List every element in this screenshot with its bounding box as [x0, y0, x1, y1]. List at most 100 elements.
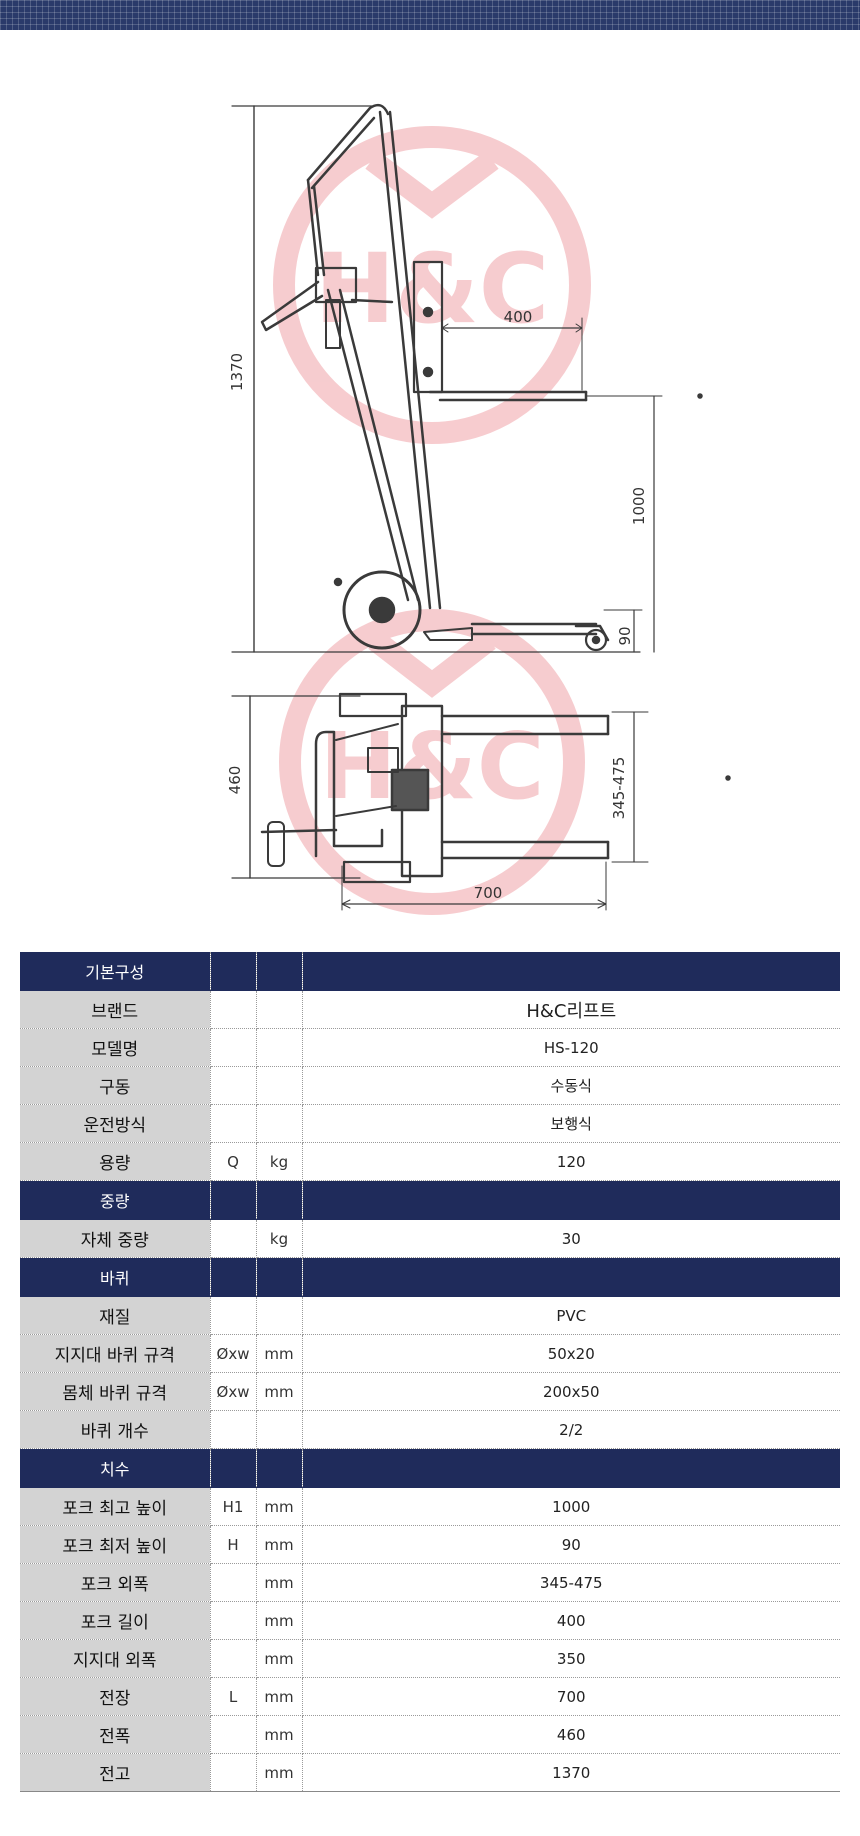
- spec-label: 재질: [20, 1296, 211, 1335]
- section-header: 기본구성: [20, 952, 840, 991]
- spec-symbol: L: [210, 1677, 257, 1716]
- spec-value: 30: [302, 1219, 840, 1258]
- dim-overall-width: 460: [226, 766, 244, 795]
- spec-label: 브랜드: [20, 990, 211, 1029]
- spec-label: 포크 길이: [20, 1601, 211, 1640]
- spec-value: 50x20: [302, 1334, 840, 1373]
- spec-value: 1000: [302, 1487, 840, 1526]
- spec-unit: mm: [256, 1563, 303, 1602]
- spec-row: 전고 mm 1370: [20, 1753, 840, 1792]
- spec-symbol: [210, 1639, 257, 1678]
- spec-unit: mm: [256, 1525, 303, 1564]
- spec-row: 전장 L mm 700: [20, 1677, 840, 1716]
- spec-label: 포크 최저 높이: [20, 1525, 211, 1564]
- spec-value: 700: [302, 1677, 840, 1716]
- spec-symbol: [210, 1715, 257, 1754]
- spec-symbol: [210, 990, 257, 1029]
- spec-value: 460: [302, 1715, 840, 1754]
- side-view-drawing: [231, 103, 703, 653]
- spec-row: 운전방식 보행식: [20, 1104, 840, 1143]
- spec-symbol: H1: [210, 1487, 257, 1526]
- spec-unit: mm: [256, 1753, 303, 1792]
- spec-value: 보행식: [302, 1104, 840, 1143]
- spec-row: 지지대 외폭 mm 350: [20, 1639, 840, 1678]
- spec-value: 120: [302, 1142, 840, 1181]
- spec-row: 포크 최저 높이 H mm 90: [20, 1525, 840, 1564]
- spec-unit: mm: [256, 1677, 303, 1716]
- spec-row: 용량 Q kg 120: [20, 1142, 840, 1181]
- spec-label: 모델명: [20, 1028, 211, 1067]
- spec-unit: mm: [256, 1715, 303, 1754]
- spec-unit: [256, 990, 303, 1029]
- spec-label: 지지대 외폭: [20, 1639, 211, 1678]
- spec-unit: mm: [256, 1487, 303, 1526]
- section-title: 중량: [20, 1180, 211, 1220]
- section-header: 치수: [20, 1448, 840, 1488]
- spec-value: 400: [302, 1601, 840, 1640]
- section-header: 중량: [20, 1180, 840, 1220]
- spec-label: 포크 최고 높이: [20, 1487, 211, 1526]
- spec-unit: kg: [256, 1219, 303, 1258]
- spec-label: 자체 중량: [20, 1219, 211, 1258]
- spec-symbol: [210, 1410, 257, 1449]
- watermark-logo-lower: H&C: [279, 609, 585, 915]
- spec-value: H&C리프트: [302, 990, 840, 1029]
- spec-value: 345-475: [302, 1563, 840, 1602]
- spec-row: 모델명 HS-120: [20, 1028, 840, 1067]
- spec-row: 구동 수동식: [20, 1066, 840, 1105]
- spec-value: HS-120: [302, 1028, 840, 1067]
- spec-unit: mm: [256, 1372, 303, 1411]
- watermark-logo-upper: H&C: [273, 126, 591, 444]
- spec-symbol: H: [210, 1525, 257, 1564]
- spec-row: 지지대 바퀴 규격 Øxw mm 50x20: [20, 1334, 840, 1373]
- spec-unit: [256, 1028, 303, 1067]
- spec-unit: [256, 1410, 303, 1449]
- spec-value: PVC: [302, 1296, 840, 1335]
- spec-value: 90: [302, 1525, 840, 1564]
- dim-fork-min-height: 90: [616, 626, 634, 645]
- lift-technical-drawing: H&C H&C: [226, 103, 731, 915]
- spec-row: 몸체 바퀴 규격 Øxw mm 200x50: [20, 1372, 840, 1411]
- spec-symbol: [210, 1601, 257, 1640]
- spec-row: 바퀴 개수 2/2: [20, 1410, 840, 1449]
- spec-value: 1370: [302, 1753, 840, 1792]
- watermark-text-upper: H&C: [315, 233, 550, 345]
- spec-label: 운전방식: [20, 1104, 211, 1143]
- dim-fork-length: 400: [504, 308, 533, 326]
- spec-label: 지지대 바퀴 규격: [20, 1334, 211, 1373]
- spec-unit: mm: [256, 1334, 303, 1373]
- spec-label: 구동: [20, 1066, 211, 1105]
- spec-symbol: [210, 1028, 257, 1067]
- dim-fork-spread: 345-475: [610, 757, 628, 820]
- spec-unit: mm: [256, 1601, 303, 1640]
- spec-label: 전장: [20, 1677, 211, 1716]
- spec-symbol: [210, 1563, 257, 1602]
- spec-row: 브랜드 H&C리프트: [20, 990, 840, 1029]
- top-pattern-band: [0, 0, 860, 30]
- spec-unit: [256, 1296, 303, 1335]
- spec-unit: mm: [256, 1639, 303, 1678]
- section-header: 바퀴: [20, 1257, 840, 1297]
- spec-symbol: Øxw: [210, 1334, 257, 1373]
- spec-value: 350: [302, 1639, 840, 1678]
- spec-row: 전폭 mm 460: [20, 1715, 840, 1754]
- dim-total-height: 1370: [228, 353, 246, 391]
- spec-row: 포크 외폭 mm 345-475: [20, 1563, 840, 1602]
- spec-label: 전고: [20, 1753, 211, 1792]
- spec-row: 포크 길이 mm 400: [20, 1601, 840, 1640]
- spec-symbol: [210, 1753, 257, 1792]
- spec-label: 용량: [20, 1142, 211, 1181]
- spec-label: 몸체 바퀴 규격: [20, 1372, 211, 1411]
- spec-symbol: [210, 1104, 257, 1143]
- spec-table: 기본구성 브랜드 H&C리프트 모델명 HS-120 구동 수동식 운전방식 보…: [20, 952, 840, 1792]
- spec-row: 자체 중량 kg 30: [20, 1219, 840, 1258]
- spec-label: 전폭: [20, 1715, 211, 1754]
- spec-symbol: Øxw: [210, 1372, 257, 1411]
- spec-row: 포크 최고 높이 H1 mm 1000: [20, 1487, 840, 1526]
- dim-fork-max-height: 1000: [630, 487, 648, 525]
- spec-symbol: [210, 1296, 257, 1335]
- dim-overall-length: 700: [474, 884, 503, 902]
- spec-symbol: Q: [210, 1142, 257, 1181]
- spec-unit: [256, 1066, 303, 1105]
- section-title: 바퀴: [20, 1257, 211, 1297]
